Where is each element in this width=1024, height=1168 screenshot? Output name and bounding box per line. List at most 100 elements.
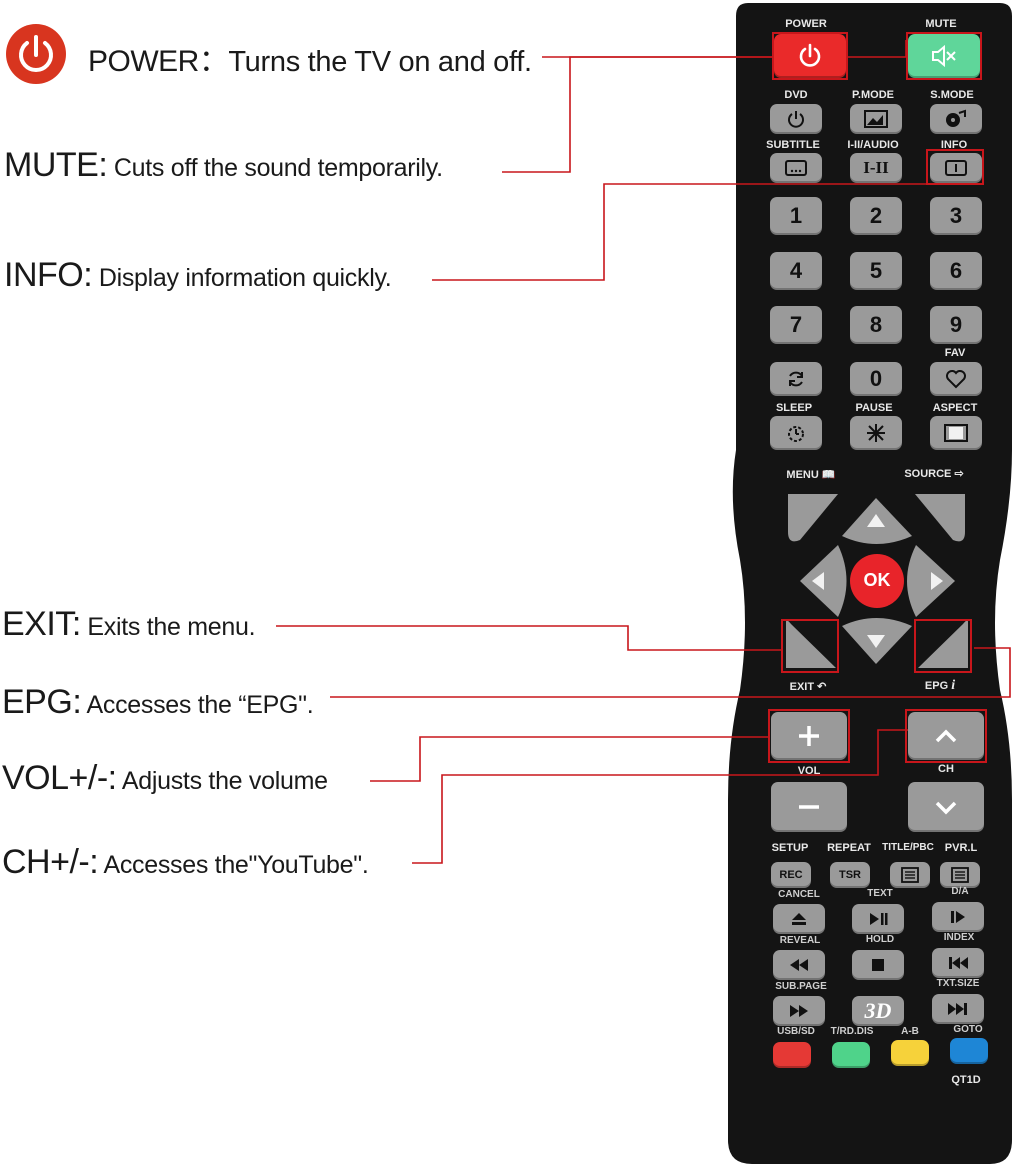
plus-icon xyxy=(799,726,819,746)
fav-button[interactable] xyxy=(930,362,982,396)
blue-button[interactable] xyxy=(950,1038,988,1064)
power-icon xyxy=(6,24,66,84)
three-d-button[interactable]: 3D xyxy=(852,996,904,1026)
number-1-button[interactable]: 1 xyxy=(770,197,822,235)
subtitle-icon xyxy=(785,160,807,176)
number-0-button[interactable]: 0 xyxy=(850,362,902,396)
pvrl-label: PVR.L xyxy=(944,842,978,854)
annotation-vol-sep: : xyxy=(107,759,117,797)
annotation-epg: EPG: Accesses the “EPG". xyxy=(2,683,314,722)
fast-forward-button[interactable] xyxy=(773,996,825,1026)
annotation-exit-title: EXIT xyxy=(2,605,72,643)
annotation-info-desc: Display information quickly. xyxy=(92,264,392,292)
rewind-button[interactable] xyxy=(773,950,825,980)
ok-button[interactable] xyxy=(850,554,904,608)
epg-button[interactable] xyxy=(918,620,968,668)
mute-button[interactable] xyxy=(908,34,980,78)
slow-forward-button[interactable] xyxy=(932,902,984,932)
hold-label: HOLD xyxy=(865,934,895,945)
sleep-timer-icon xyxy=(788,426,804,442)
audio-label: I-II/AUDIO xyxy=(847,139,899,151)
rec-button[interactable]: REC xyxy=(771,862,811,888)
right-arrow-icon xyxy=(931,572,943,590)
heart-icon xyxy=(946,370,966,389)
book-icon: 📖 xyxy=(821,469,836,481)
number-8-button[interactable]: 8 xyxy=(850,306,902,344)
number-9-button[interactable]: 9 xyxy=(930,306,982,344)
next-button[interactable] xyxy=(932,994,984,1024)
annotation-power: POWER：Turns the TV on and off. xyxy=(88,36,532,80)
speaker-mute-icon xyxy=(932,44,956,68)
pmode-button[interactable] xyxy=(850,104,902,134)
annotation-ch: CH+/-: Accesses the"YouTube". xyxy=(2,843,369,882)
skip-back-icon xyxy=(949,957,968,969)
pause-label: PAUSE xyxy=(855,402,893,414)
epg-highlight xyxy=(914,619,972,673)
ab-label: A-B xyxy=(901,1026,919,1037)
annotation-power-title: POWER xyxy=(88,45,199,78)
aspect-button[interactable] xyxy=(930,416,982,450)
previous-button[interactable] xyxy=(932,948,984,978)
number-2-button[interactable]: 2 xyxy=(850,197,902,235)
channel-up-button[interactable] xyxy=(908,712,984,760)
number-6-button[interactable]: 6 xyxy=(930,252,982,290)
number-3-button[interactable]: 3 xyxy=(930,197,982,235)
annotation-epg-title: EPG xyxy=(2,683,73,721)
exit-button[interactable] xyxy=(786,620,836,668)
epg-label-text: EPG xyxy=(924,680,949,692)
annotation-vol-title: VOL+/- xyxy=(2,759,108,797)
number-7-button[interactable]: 7 xyxy=(770,306,822,344)
stop-button[interactable] xyxy=(852,950,904,980)
annotation-ch-title: CH+/- xyxy=(2,843,90,881)
red-button[interactable] xyxy=(773,1042,811,1068)
repeat-label: REPEAT xyxy=(827,842,871,854)
annotation-info-sep: : xyxy=(83,256,93,294)
pmode-label: P.MODE xyxy=(852,89,894,101)
number-5-button[interactable]: 5 xyxy=(850,252,902,290)
cancel-label: CANCEL xyxy=(778,889,820,900)
sleep-button[interactable] xyxy=(770,416,822,450)
dvd-button[interactable] xyxy=(770,104,822,134)
eject-button[interactable] xyxy=(773,904,825,934)
power-label: POWER xyxy=(785,18,827,30)
info-label: INFO xyxy=(940,139,968,151)
aspect-label: ASPECT xyxy=(932,402,978,414)
subtitle-button[interactable] xyxy=(770,153,822,183)
tsr-button[interactable]: TSR xyxy=(830,862,870,888)
volume-down-button[interactable] xyxy=(771,782,847,832)
pvrl-button[interactable] xyxy=(940,862,980,888)
model-label: QT1D xyxy=(951,1074,981,1086)
ch-label: CH xyxy=(938,763,954,775)
annotation-mute-sep: : xyxy=(98,146,108,184)
exit-label-text: EXIT xyxy=(789,681,815,693)
menu-label-text: MENU xyxy=(786,469,819,481)
play-pause-button[interactable] xyxy=(852,904,904,934)
menu-button[interactable] xyxy=(788,494,838,542)
yellow-button[interactable] xyxy=(891,1040,929,1066)
titlepbc-label: TITLE/PBC xyxy=(882,842,934,853)
sleep-label: SLEEP xyxy=(775,402,813,414)
annotation-epg-sep: : xyxy=(72,683,82,721)
list-page-icon xyxy=(951,867,969,883)
skip-forward-icon xyxy=(948,1003,967,1015)
power-button[interactable] xyxy=(774,34,846,78)
annotation-vol-desc: Adjusts the volume xyxy=(116,767,328,795)
pause-button[interactable] xyxy=(850,416,902,450)
recall-button[interactable] xyxy=(770,362,822,396)
titlepbc-button[interactable] xyxy=(890,862,930,888)
info-i-icon: i xyxy=(951,678,956,693)
menu-label: MENU 📖 xyxy=(786,468,835,481)
channel-down-button[interactable] xyxy=(908,782,984,832)
number-4-button[interactable]: 4 xyxy=(770,252,822,290)
smode-button[interactable] xyxy=(930,104,982,134)
source-button[interactable] xyxy=(915,494,965,542)
audio-button[interactable]: I-II xyxy=(850,153,902,183)
sound-mode-icon xyxy=(946,109,966,127)
green-button[interactable] xyxy=(832,1042,870,1068)
info-button[interactable] xyxy=(930,153,982,183)
eject-icon xyxy=(792,913,806,925)
volume-up-button[interactable] xyxy=(771,712,847,760)
freeze-icon xyxy=(867,424,885,442)
aspect-ratio-icon xyxy=(944,424,968,442)
mute-label: MUTE xyxy=(925,18,957,30)
